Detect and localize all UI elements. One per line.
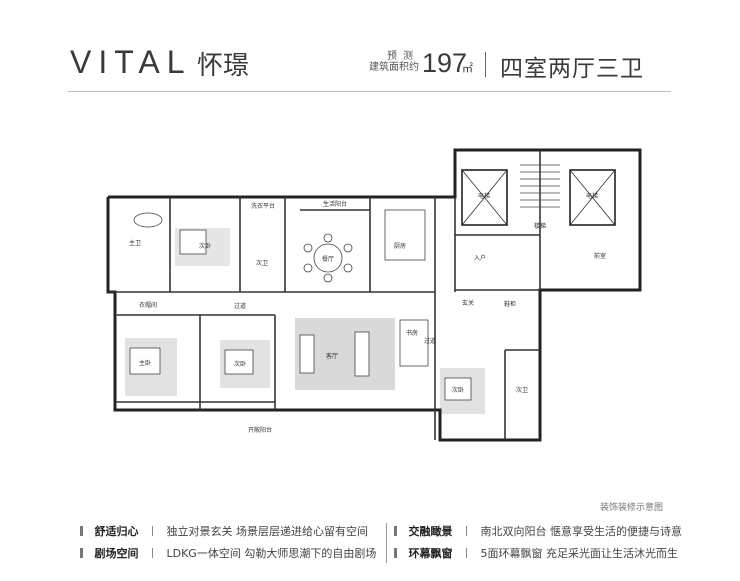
label-master-bedroom: 主卧 — [139, 359, 151, 367]
header: VITAL 怀璟 预测 建筑面积约 197 ㎡ 四室两厅三卫 — [0, 0, 740, 100]
area-value: 197 — [422, 48, 468, 78]
feature-separator — [152, 548, 153, 558]
area-unit: ㎡ — [462, 62, 473, 75]
feature-2: 交融瞰景 南北双向阳台 惬意享受生活的便捷与诗意 — [394, 524, 682, 540]
label-elevator-right: 电梯 — [586, 192, 598, 200]
furniture — [129, 209, 472, 401]
elevator-shafts — [461, 169, 616, 226]
label-living-room: 客厅 — [326, 352, 338, 360]
area-label: 预测 建筑面积约 — [357, 51, 419, 73]
feature-marker — [394, 548, 397, 558]
label-open-balcony: 开敞阳台 — [248, 426, 272, 434]
label-bedroom-top: 次卧 — [199, 242, 211, 250]
label-kitchen: 厨房 — [394, 242, 406, 250]
label-bath-small: 次卫 — [256, 259, 268, 267]
label-hallway: 过道 — [234, 302, 246, 310]
layout-type: 四室两厅三卫 — [500, 56, 644, 82]
label-entry-hall: 入户 — [474, 254, 486, 262]
label-shoe-cabinet: 鞋柜 — [504, 300, 516, 308]
label-bedroom-mid: 次卧 — [234, 360, 246, 368]
feature-desc: 5面环幕飘窗 充足采光面让生活沐光而生 — [480, 547, 679, 560]
feature-desc: 南北双向阳台 惬意享受生活的便捷与诗意 — [480, 525, 683, 538]
label-foyer: 玄关 — [462, 299, 474, 307]
floor-plan: 主卫 次卧 次卫 洗衣平台 生活阳台 厨房 餐厅 衣帽间 主卧 过道 次卧 客厅… — [106, 148, 642, 442]
label-stair: 楼梯 — [534, 222, 546, 230]
label-study: 书房 — [406, 329, 418, 337]
plan-caption: 装饰装修示意图 — [600, 503, 664, 513]
feature-marker — [80, 548, 83, 558]
feature-title: 交融瞰景 — [408, 525, 453, 538]
feature-4: 环幕飘窗 5面环幕飘窗 充足采光面让生活沐光而生 — [394, 546, 678, 562]
walls — [106, 148, 642, 442]
feature-desc: 独立对景玄关 场景层层递进给心留有空间 — [166, 525, 369, 538]
feature-separator — [466, 548, 467, 558]
label-laundry: 洗衣平台 — [251, 202, 275, 210]
brand-text: VITAL — [70, 44, 192, 80]
feature-desc: LDKG一体空间 勾勒大师思潮下的自由剧场 — [166, 547, 377, 560]
features-divider — [386, 523, 387, 563]
label-public-hall: 前室 — [594, 252, 606, 260]
feature-title: 舒适归心 — [94, 525, 139, 538]
header-divider — [485, 52, 486, 77]
feature-marker — [80, 526, 83, 536]
brand-logo: VITAL — [70, 44, 192, 81]
header-rule — [68, 91, 671, 92]
feature-3: 剧场空间 LDKG一体空间 勾勒大师思潮下的自由剧场 — [80, 546, 376, 562]
feature-title: 剧场空间 — [94, 547, 139, 560]
feature-title: 环幕飘窗 — [408, 547, 453, 560]
stair — [520, 164, 560, 215]
feature-separator — [152, 526, 153, 536]
label-cloakroom: 衣帽间 — [139, 301, 157, 309]
label-elevator-left: 电梯 — [478, 192, 490, 200]
area-label-line2: 建筑面积约 — [369, 62, 419, 73]
feature-separator — [466, 526, 467, 536]
label-bedroom-right: 次卧 — [452, 386, 464, 394]
label-bath-right: 次卫 — [516, 386, 528, 394]
label-corridor: 过道 — [424, 337, 436, 345]
label-master-bath: 主卫 — [129, 239, 141, 247]
brand-cn: 怀璟 — [197, 51, 250, 81]
label-living-balcony: 生活阳台 — [323, 200, 347, 208]
feature-marker — [394, 526, 397, 536]
area-label-line1: 预测 — [387, 51, 419, 62]
feature-1: 舒适归心 独立对景玄关 场景层层递进给心留有空间 — [80, 524, 368, 540]
label-dining: 餐厅 — [322, 255, 334, 263]
